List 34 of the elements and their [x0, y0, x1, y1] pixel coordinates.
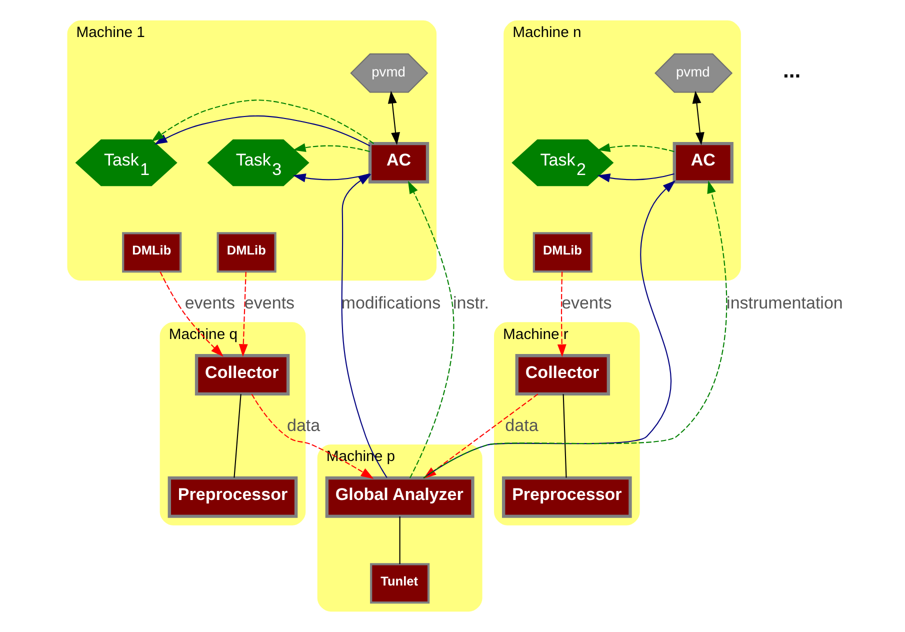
node-box: Global Analyzer	[325, 476, 474, 518]
arrow	[557, 272, 566, 358]
node-box: AC	[368, 142, 430, 184]
node-box: DMLib	[532, 232, 592, 273]
node-box: Preprocessor	[168, 476, 298, 518]
connector	[399, 516, 400, 564]
arrow	[341, 174, 388, 478]
edge-label: instr.	[453, 294, 489, 313]
arrow	[251, 394, 374, 479]
node-box: DMLib	[216, 232, 276, 273]
arrow	[151, 100, 374, 144]
arrow	[692, 90, 704, 146]
arrow	[597, 173, 674, 182]
node-box: DMLib	[122, 232, 182, 273]
node-box: AC	[672, 142, 734, 184]
arrow	[292, 143, 370, 152]
node-box: Tunlet	[370, 563, 430, 604]
arrow	[597, 143, 674, 152]
edge-label: instrumentation	[726, 294, 843, 313]
arrow	[160, 272, 224, 357]
arrow	[388, 90, 400, 146]
edge-label: events	[562, 294, 612, 313]
arrow	[154, 115, 370, 146]
edge-label: data	[505, 416, 538, 435]
edge-label: events	[184, 294, 235, 313]
arrow	[238, 272, 248, 357]
label: ...	[782, 58, 801, 82]
connector	[562, 394, 567, 478]
node-box: Collector	[194, 354, 290, 396]
edge-label: events	[244, 294, 295, 313]
arrow	[292, 173, 370, 182]
node-box: Preprocessor	[502, 476, 632, 518]
connector	[234, 394, 242, 478]
node-box: Collector	[515, 354, 610, 396]
